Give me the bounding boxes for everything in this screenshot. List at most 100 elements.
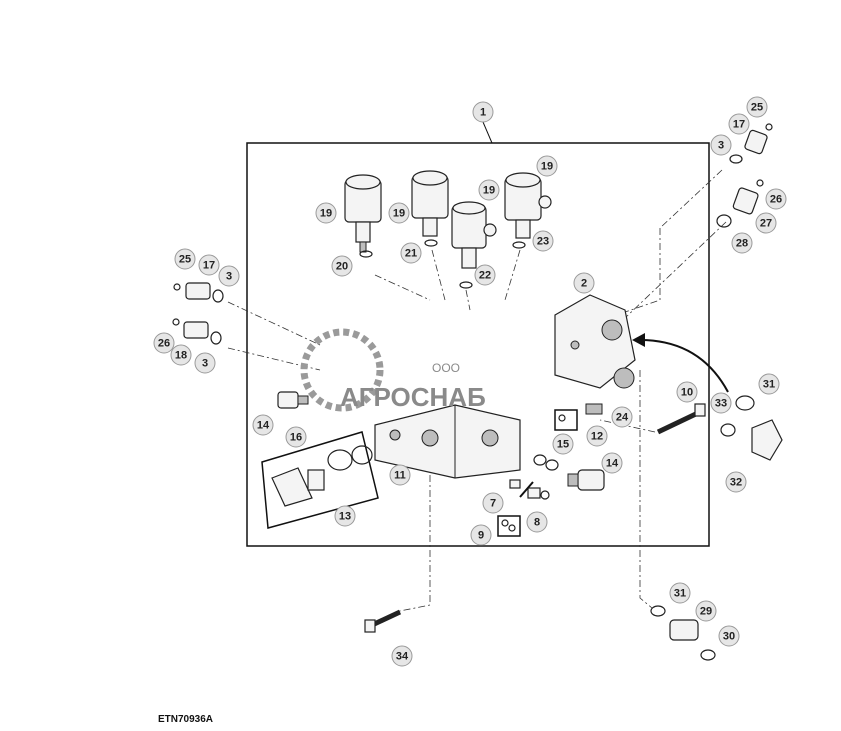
callout-bubble: [536, 155, 558, 177]
callout-17: 17: [198, 254, 220, 276]
callout-bubble: [170, 344, 192, 366]
callout-number: 18: [175, 350, 187, 362]
callout-number: 20: [336, 261, 348, 273]
callout-16: 16: [285, 426, 307, 448]
callout-bubble: [482, 492, 504, 514]
callout-bubble: [388, 202, 410, 224]
callout-number: 31: [763, 379, 775, 391]
callout-number: 14: [257, 420, 270, 432]
callout-19: 19: [388, 202, 410, 224]
callout-26: 26: [765, 188, 787, 210]
callout-31: 31: [669, 582, 691, 604]
callout-bubble: [285, 426, 307, 448]
callout-17: 17: [728, 113, 750, 135]
callout-3: 3: [194, 352, 216, 374]
callout-bubble: [400, 242, 422, 264]
callout-bubble: [472, 101, 494, 123]
callout-bubble: [478, 179, 500, 201]
relief-valve-kit: [261, 431, 379, 529]
callout-bubble: [710, 134, 732, 156]
callout-number: 10: [681, 387, 693, 399]
callout-bubble: [725, 471, 747, 493]
fitting: [172, 318, 222, 345]
solenoid-coil: [344, 174, 382, 253]
manifold-block: [554, 294, 636, 389]
o-ring: [359, 250, 373, 258]
callout-number: 19: [483, 185, 495, 197]
callout-bubble: [526, 511, 548, 533]
callout-bubble: [391, 645, 413, 667]
callout-number: 29: [700, 606, 712, 618]
callout-bubble: [755, 212, 777, 234]
callout-number: 22: [479, 270, 491, 282]
callout-bubble: [758, 373, 780, 395]
assembly-arrowhead: [632, 333, 645, 347]
callout-number: 3: [202, 358, 208, 370]
callout-31: 31: [758, 373, 780, 395]
callout-bubble: [728, 113, 750, 135]
callout-29: 29: [695, 600, 717, 622]
watermark-small: ООО: [432, 361, 460, 375]
callout-bubble: [331, 255, 353, 277]
callout-bubble: [552, 433, 574, 455]
callout-19: 19: [315, 202, 337, 224]
callout-7: 7: [482, 492, 504, 514]
bolt: [656, 403, 706, 435]
callout-bubble: [218, 265, 240, 287]
callout-18: 18: [170, 344, 192, 366]
callout-22: 22: [474, 264, 496, 286]
callout-bubble: [252, 414, 274, 436]
o-ring: [424, 239, 438, 247]
callout-bubble: [389, 464, 411, 486]
callout-20: 20: [331, 255, 353, 277]
assembly-arrow: [639, 339, 729, 393]
callout-number: 9: [478, 530, 484, 542]
figure-id: ETN70936A: [158, 714, 214, 725]
o-ring: [459, 281, 473, 289]
callout-28: 28: [731, 232, 753, 254]
assembly-frame: [246, 142, 710, 547]
callout-number: 31: [674, 588, 686, 600]
callout-bubble: [611, 406, 633, 428]
fitting: [173, 282, 224, 303]
cartridge-valve: [567, 469, 605, 491]
callout-bubble: [765, 188, 787, 210]
callout-number: 3: [226, 271, 232, 283]
fitting: [729, 123, 773, 164]
callout-bubble: [174, 248, 196, 270]
callout-number: 26: [158, 338, 170, 350]
callout-2: 2: [573, 272, 595, 294]
callout-number: 13: [339, 511, 351, 523]
callout-number: 8: [534, 517, 540, 529]
callout-bubble: [586, 425, 608, 447]
callout-3: 3: [218, 265, 240, 287]
callout-number: 23: [537, 236, 549, 248]
cartridge-valve: [277, 391, 309, 409]
callout-number: 12: [591, 431, 603, 443]
callout-25: 25: [746, 96, 768, 118]
callout-bubble: [601, 452, 623, 474]
callout-25: 25: [174, 248, 196, 270]
solenoid-coil: [411, 170, 449, 237]
valve-block: [374, 404, 521, 479]
callout-bubble: [334, 505, 356, 527]
callout-number: 28: [736, 238, 748, 250]
callout-number: 33: [715, 398, 727, 410]
callout-27: 27: [755, 212, 777, 234]
callout-number: 15: [557, 439, 569, 451]
callout-number: 17: [203, 260, 215, 272]
callout-bubble: [746, 96, 768, 118]
callout-bubble: [315, 202, 337, 224]
callout-19: 19: [536, 155, 558, 177]
callout-number: 17: [733, 119, 745, 131]
callout-1: 1: [472, 101, 494, 123]
solenoid-coil: [451, 201, 497, 269]
callout-34: 34: [391, 645, 413, 667]
callout-9: 9: [470, 524, 492, 546]
callout-number: 30: [723, 631, 735, 643]
callout-number: 19: [541, 161, 553, 173]
callout-19: 19: [478, 179, 500, 201]
callout-24: 24: [611, 406, 633, 428]
